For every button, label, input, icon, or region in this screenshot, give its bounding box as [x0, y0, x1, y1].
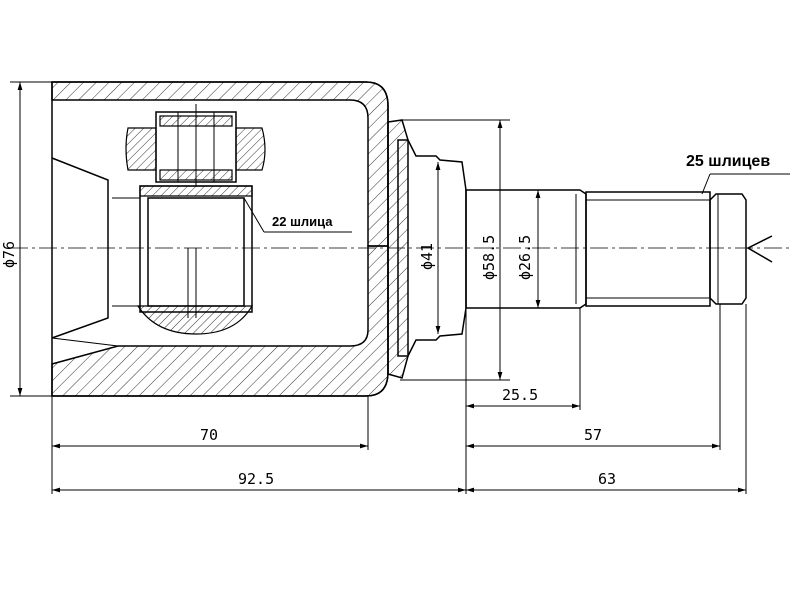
- shaft: [465, 189, 773, 309]
- outer-splines-label: 25 шлицев: [686, 153, 770, 170]
- dim-25-5: 25.5: [502, 386, 538, 404]
- housing: [51, 81, 389, 397]
- dim-d58-5: ϕ58.5: [480, 235, 498, 280]
- dim-d41: ϕ41: [418, 243, 436, 270]
- dim-d76: ϕ76: [0, 241, 18, 268]
- dimensions: [10, 81, 790, 494]
- dim-d26-5: ϕ26.5: [516, 235, 534, 280]
- inner-race: [112, 104, 266, 335]
- dim-70: 70: [200, 426, 218, 444]
- dim-63: 63: [598, 470, 616, 488]
- dim-92-5: 92.5: [238, 470, 274, 488]
- flange: [387, 119, 467, 379]
- inner-splines-label: 22 шлица: [272, 214, 333, 229]
- dim-57: 57: [584, 426, 602, 444]
